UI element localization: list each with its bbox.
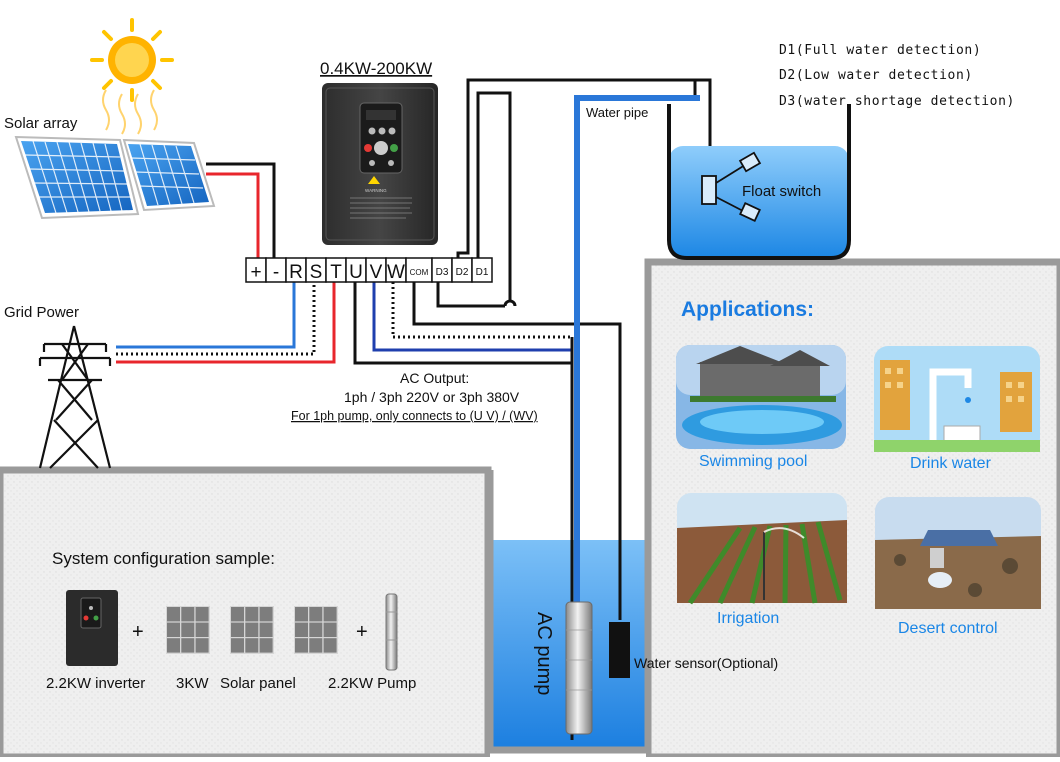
grid-power-label: Grid Power	[4, 304, 79, 321]
ac-output-line2: 1ph / 3ph 220V or 3ph 380V	[344, 389, 520, 405]
detection-list: D1(Full water detection) D2(Low water de…	[779, 43, 1015, 109]
terminal-label: W	[387, 262, 405, 283]
app-drink-water-label: Drink water	[910, 455, 992, 472]
wires-float	[468, 78, 712, 175]
terminal-cell	[471, 257, 493, 283]
sun-icon	[90, 18, 174, 135]
inverter-warning: WARNING	[365, 188, 387, 193]
ac-output-line1: AC Output:	[400, 370, 469, 386]
detection-d2: D2(Low water detection)	[779, 68, 973, 83]
config-plus-1: +	[132, 621, 144, 643]
config-solar-kw: 3KW	[176, 675, 209, 692]
terminal-label: -	[273, 262, 279, 283]
water-pipe-label: Water pipe	[586, 105, 648, 120]
config-solar-panel-icon	[166, 606, 210, 654]
ac-output-line3: For 1ph pump, only connects to (U V) / (…	[291, 409, 538, 423]
config-solar-label: Solar panel	[220, 675, 296, 692]
terminal-label: V	[370, 262, 383, 283]
float-switch-icon	[701, 151, 762, 223]
wires-sensors	[412, 78, 697, 620]
config-solar-panel-icon	[230, 606, 274, 654]
float-switch-label: Float switch	[742, 183, 821, 200]
terminal-cell	[405, 257, 433, 283]
app-swimming-pool-image	[676, 345, 846, 449]
terminal-label: U	[349, 262, 363, 283]
config-plus-2: +	[356, 621, 368, 643]
app-irrigation-image	[677, 493, 847, 605]
app-swimming-pool-label: Swimming pool	[699, 453, 807, 470]
terminal-label: COM	[410, 268, 429, 277]
inverter-icon: WARNING	[322, 83, 438, 245]
pylon-icon	[38, 325, 112, 469]
terminal-label: D1	[476, 267, 489, 278]
wires-ac-output	[353, 282, 574, 740]
solar-panel-icon	[14, 135, 216, 220]
water-sensor-label: Water sensor(Optional)	[634, 655, 778, 671]
config-pump-label: 2.2KW Pump	[328, 675, 416, 692]
terminal-label: +	[250, 262, 261, 283]
water-pipe	[574, 95, 700, 620]
config-solar-panel-icon	[294, 606, 338, 654]
wires-grid	[116, 282, 336, 364]
app-desert-control-label: Desert control	[898, 620, 998, 637]
app-desert-control-image	[875, 497, 1041, 609]
applications-title: Applications:	[681, 298, 814, 321]
config-inverter-icon	[66, 590, 118, 666]
terminal-label: S	[310, 262, 323, 283]
terminal-label: D3	[436, 267, 449, 278]
water-tank	[667, 104, 851, 260]
solar-array-label: Solar array	[4, 115, 78, 132]
water-sensor	[609, 622, 630, 678]
config-title: System configuration sample:	[52, 549, 275, 568]
config-inverter-label: 2.2KW inverter	[46, 675, 145, 692]
config-pump-icon	[385, 593, 398, 671]
ac-pump-label: AC pump	[533, 612, 555, 695]
terminal-label: T	[330, 262, 342, 283]
app-irrigation-label: Irrigation	[717, 610, 779, 627]
detection-d3: D3(water shortage detection)	[779, 94, 1015, 109]
app-drink-water-image	[874, 346, 1040, 452]
power-range-title: 0.4KW-200KW	[320, 59, 432, 78]
terminal-label: R	[289, 262, 303, 283]
pump-icon	[565, 601, 593, 735]
terminal-label: D2	[456, 267, 469, 278]
config-solar-panels	[166, 606, 338, 654]
detection-d1: D1(Full water detection)	[779, 43, 981, 58]
wires-solar	[206, 162, 276, 260]
